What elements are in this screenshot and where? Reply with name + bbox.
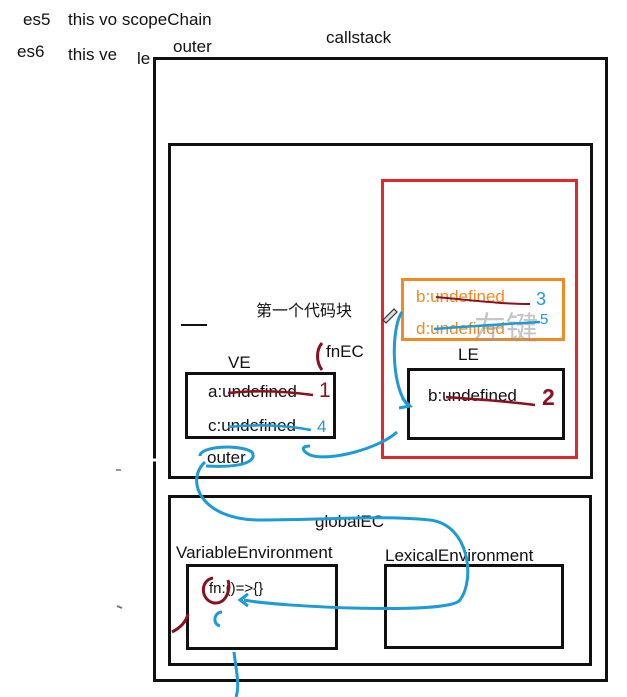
block-label: 第一个代码块 — [256, 301, 353, 320]
dash-mark — [181, 324, 207, 326]
outer-label: outer — [173, 37, 212, 56]
ve-title: VE — [228, 353, 251, 372]
callstack-label: callstack — [326, 28, 392, 47]
le-row-b: b:undefined — [428, 386, 517, 405]
le-row-b-num: 2 — [542, 384, 555, 410]
le-title: LE — [458, 345, 479, 364]
left-tick-b — [116, 605, 123, 609]
es6-partial-text: le — [137, 49, 151, 68]
fn-ec-title: fnEC — [326, 342, 364, 361]
variable-env-title: VariableEnvironment — [176, 543, 333, 562]
ve-row-c-num: 4 — [317, 417, 327, 436]
ve-row-c: c:undefined — [208, 416, 296, 435]
lexical-env-box — [384, 564, 564, 649]
variable-env-box — [186, 564, 338, 650]
es5-label: es5 — [23, 10, 51, 29]
block-row-b-num: 3 — [536, 289, 547, 309]
variable-env-fn: fn:()=>{} — [209, 580, 264, 597]
lexical-env-title: LexicalEnvironment — [385, 546, 534, 565]
ve-row-a-num: 1 — [319, 379, 331, 402]
block-row-d-num: 5 — [540, 311, 549, 328]
es6-label: es6 — [17, 42, 45, 61]
global-ec-title: globalEC — [315, 512, 384, 531]
block-row-b: b:undefined — [416, 287, 505, 306]
ve-outer: outer — [207, 448, 246, 467]
watermark-text: 左键 — [474, 309, 539, 347]
es5-text: this vo scopeChain — [68, 10, 212, 29]
ve-row-a: a:undefined — [208, 382, 297, 401]
es6-text: this ve — [68, 45, 118, 64]
block-env-box — [401, 278, 565, 341]
